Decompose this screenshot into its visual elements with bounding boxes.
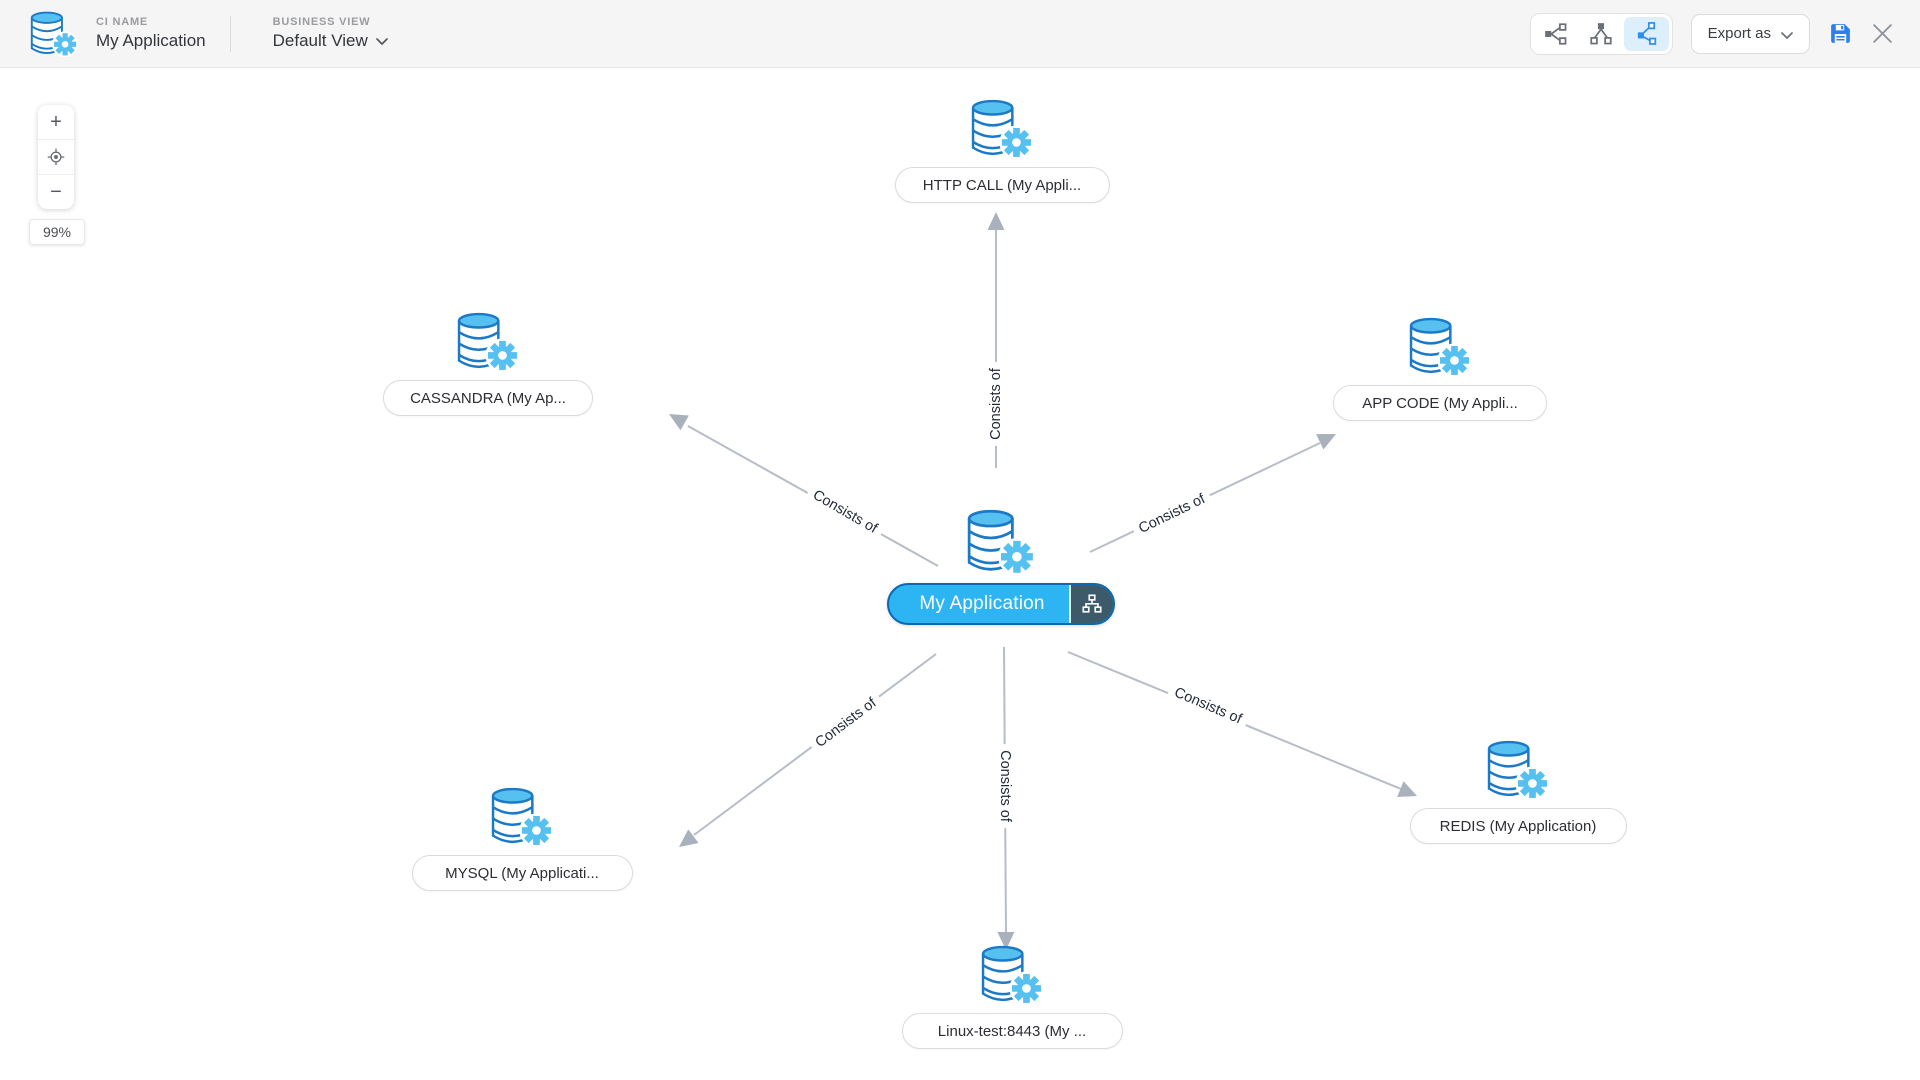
zoom-level-badge: 99%	[29, 219, 85, 245]
edge-arrowhead-mysql	[679, 829, 699, 847]
ci-name-label: CI NAME	[96, 16, 149, 28]
business-view-dropdown[interactable]: Default View	[273, 28, 388, 51]
edge-arrowhead-http-call	[987, 212, 1005, 230]
expand-hierarchy-button[interactable]	[1069, 585, 1113, 623]
header-divider	[229, 15, 231, 52]
node-label-app-code[interactable]: APP CODE (My Appli...	[1333, 385, 1547, 421]
save-icon	[1831, 24, 1850, 43]
database-gear-icon-cassandra[interactable]	[455, 312, 521, 373]
database-gear-icon-http-call[interactable]	[969, 99, 1035, 160]
node-label-cassandra[interactable]: CASSANDRA (My Ap...	[383, 380, 593, 416]
chevron-down-icon	[375, 37, 388, 45]
fit-to-screen-button[interactable]	[38, 139, 74, 174]
business-view-label: BUSINESS VIEW	[272, 16, 371, 28]
save-button[interactable]	[1828, 21, 1853, 46]
database-gear-icon-linux-test[interactable]	[979, 945, 1045, 1006]
close-button[interactable]	[1871, 22, 1894, 45]
node-label-http-call[interactable]: HTTP CALL (My Appli...	[894, 167, 1110, 203]
zoom-in-button[interactable]: +	[38, 105, 74, 139]
layout-top-down-icon	[1590, 22, 1612, 44]
close-icon	[1873, 24, 1892, 43]
header-bar: CI NAME My Application BUSINESS VIEW Def…	[0, 0, 1920, 68]
edge-arrowhead-linux-test	[997, 931, 1015, 950]
node-label-redis[interactable]: REDIS (My Application)	[1409, 808, 1627, 844]
ci-name-value: My Application	[96, 31, 206, 50]
zoom-panel: + −	[38, 105, 74, 209]
layout-switcher	[1529, 12, 1673, 55]
export-as-button[interactable]: Export as	[1690, 13, 1810, 54]
sitemap-icon	[1082, 594, 1102, 613]
edge-arrowhead-redis	[1397, 781, 1417, 797]
ci-database-gear-icon	[30, 11, 79, 57]
layout-radial-button[interactable]	[1623, 16, 1669, 51]
chevron-down-icon	[1781, 31, 1793, 39]
database-gear-icon-app-code[interactable]	[1407, 317, 1473, 378]
edge-arrowhead-app-code	[1316, 434, 1336, 450]
database-gear-icon-redis[interactable]	[1485, 740, 1551, 801]
zoom-out-button[interactable]: −	[38, 174, 74, 209]
layout-left-to-right-button[interactable]	[1534, 17, 1579, 51]
database-gear-icon-mysql[interactable]	[489, 787, 555, 848]
business-view-value: Default View	[272, 31, 368, 50]
edge-label-http-call: Consists of	[987, 362, 1005, 446]
edge-arrowhead-cassandra	[669, 414, 689, 431]
layout-left-to-right-icon	[1545, 22, 1567, 45]
central-node-label: My Application	[919, 593, 1045, 614]
export-as-label: Export as	[1707, 25, 1771, 42]
database-gear-icon-my-application[interactable]	[965, 509, 1037, 576]
node-label-linux-test[interactable]: Linux-test:8443 (My ...	[901, 1013, 1123, 1049]
layout-radial-icon	[1638, 21, 1657, 45]
node-label-mysql[interactable]: MYSQL (My Applicati...	[411, 855, 633, 891]
central-node-my-application[interactable]: My Application	[887, 583, 1115, 625]
layout-top-down-button[interactable]	[1579, 17, 1624, 51]
fit-to-screen-icon	[47, 148, 65, 166]
edge-label-linux-test: Consists of	[996, 744, 1014, 828]
